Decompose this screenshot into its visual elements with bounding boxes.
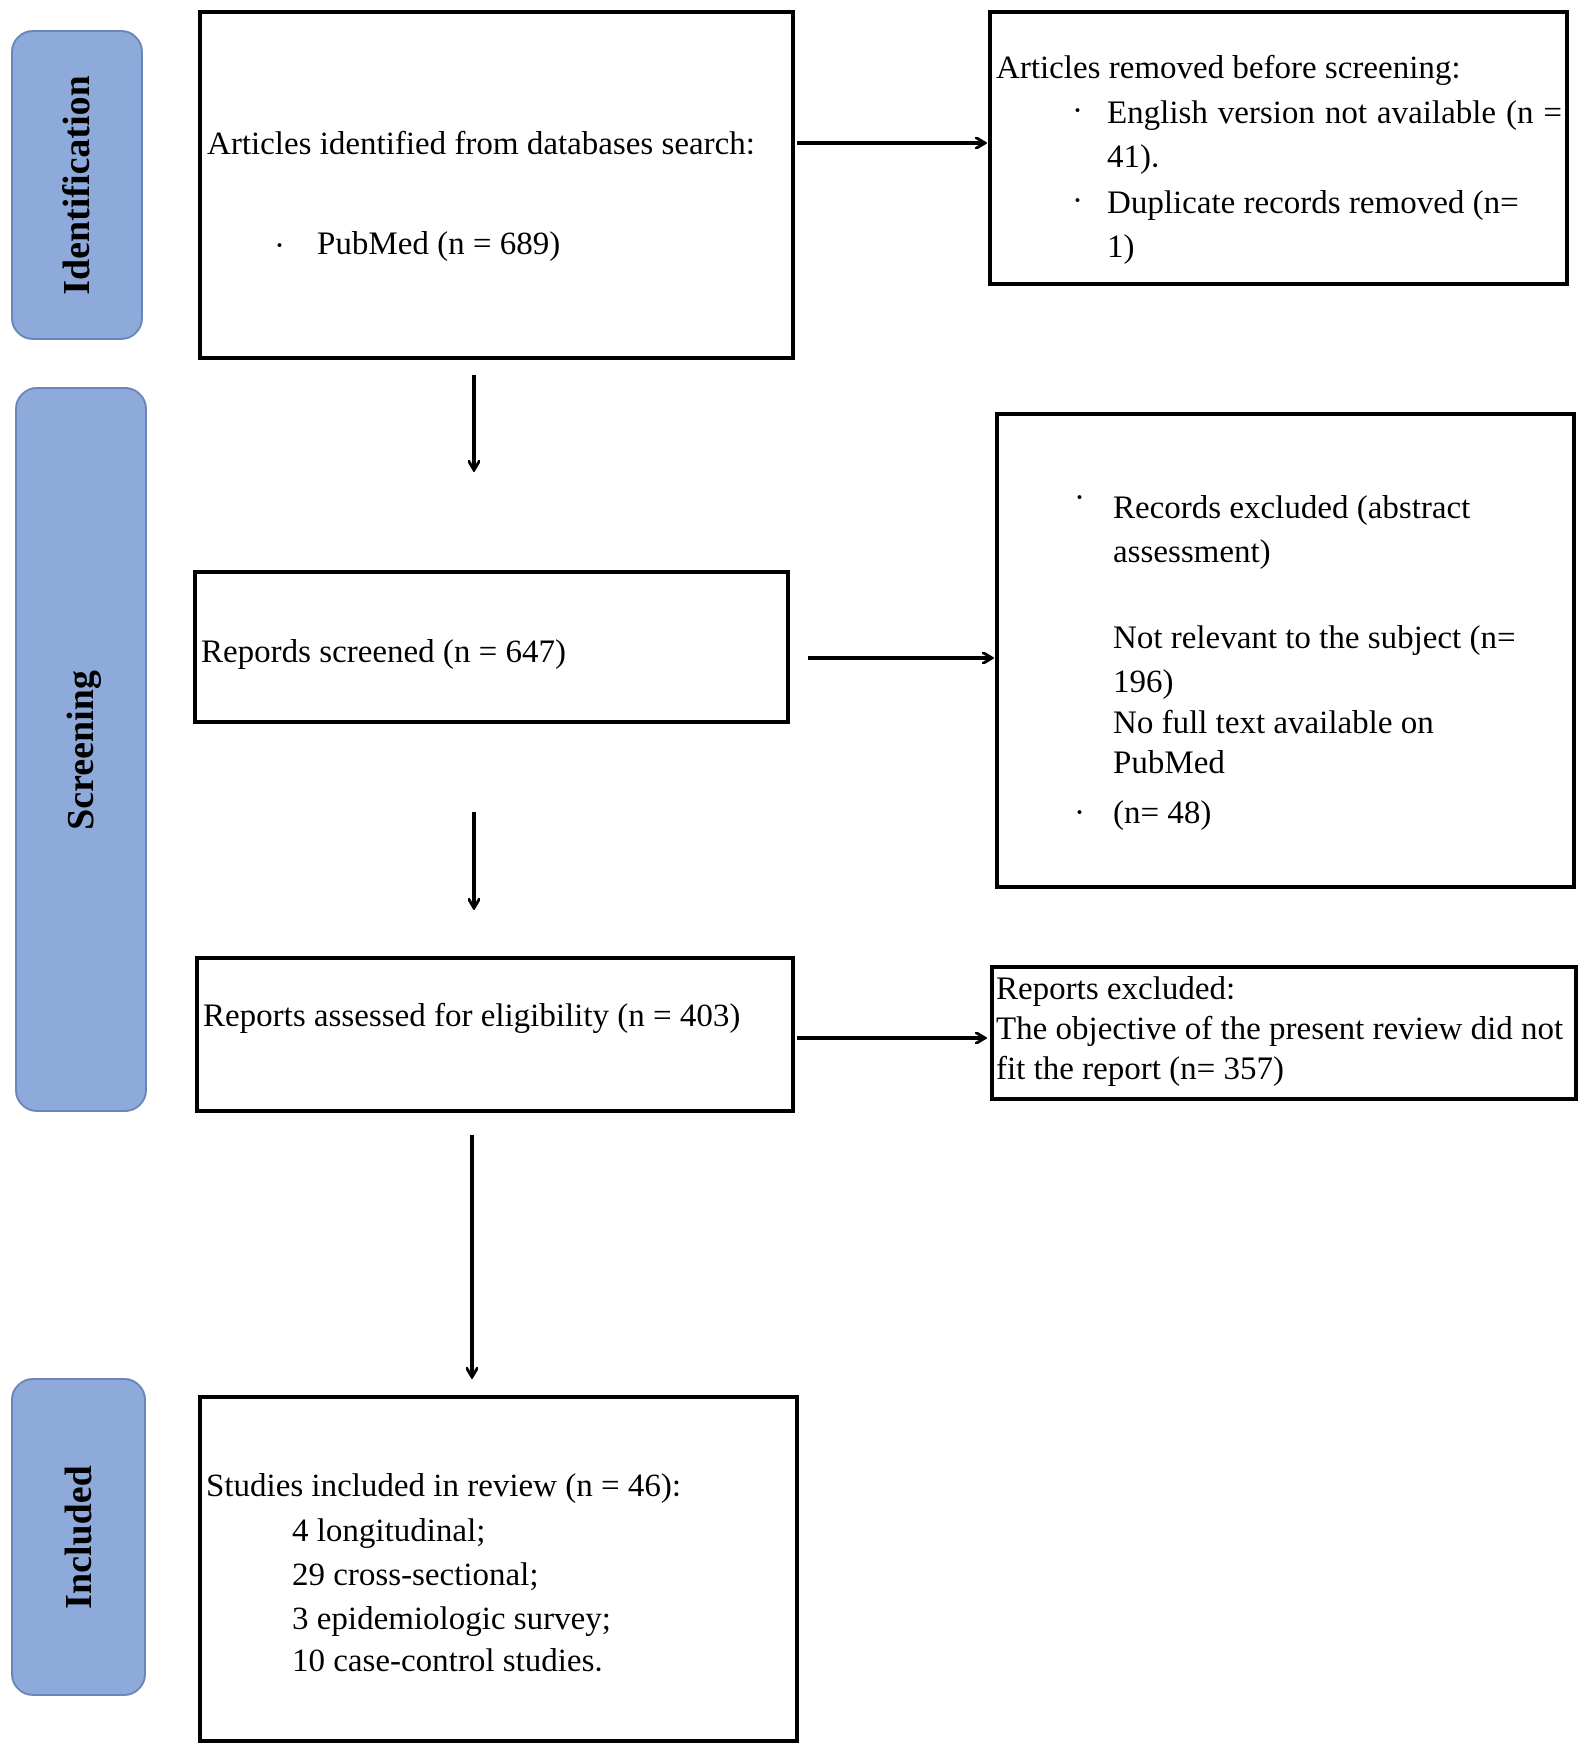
identified-item: PubMed (n = 689): [317, 226, 561, 262]
phase-identification-bar: Identification: [11, 30, 143, 340]
excluded-screening-box: · Records excluded (abstract assessment)…: [995, 412, 1576, 889]
removed-bullet-2: ·: [1072, 183, 1083, 219]
included-item-1: 4 longitudinal;: [292, 1513, 486, 1549]
eligibility-text: Reports assessed for eligibility (n = 40…: [203, 998, 741, 1034]
excluded-line-2: Not relevant to the subject (n= 196): [1113, 620, 1516, 700]
included-title: Studies included in review (n = 46):: [206, 1468, 682, 1504]
excluded-line-4: (n= 48): [1113, 795, 1212, 831]
screened-box: Repords screened (n = 647): [193, 570, 790, 724]
included-item-2: 29 cross-sectional;: [292, 1557, 539, 1593]
excluded-bullet-1: ·: [1074, 480, 1085, 516]
included-item-3: 3 epidemiologic survey;: [292, 1601, 611, 1637]
removed-bullet-1: ·: [1072, 93, 1083, 129]
eligibility-box: Reports assessed for eligibility (n = 40…: [195, 956, 795, 1113]
removed-title: Articles removed before screening:: [996, 50, 1461, 86]
excluded-bullet-2: ·: [1074, 795, 1085, 831]
excluded-line-1: Records excluded (abstract assessment): [1113, 490, 1471, 570]
phase-included-bar: Included: [11, 1378, 146, 1696]
removed-box: Articles removed before screening: · Eng…: [988, 10, 1569, 286]
reports-excluded-box: Reports excluded: The objective of the p…: [990, 965, 1578, 1101]
screened-text: Repords screened (n = 647): [201, 634, 566, 670]
identified-box: Articles identified from databases searc…: [198, 10, 795, 360]
excluded-line-3: No full text available on PubMed: [1113, 705, 1434, 781]
removed-item-1: English version not available (n = 41).: [1107, 95, 1562, 175]
reports-excluded-title: Reports excluded:: [996, 971, 1236, 1007]
removed-item-2: Duplicate records removed (n= 1): [1107, 185, 1519, 265]
reports-excluded-text: The objective of the present review did …: [996, 1011, 1564, 1087]
phase-screening-bar: Screening: [15, 387, 147, 1112]
included-item-4: 10 case-control studies.: [292, 1643, 603, 1679]
identified-bullet: ·: [274, 228, 285, 264]
identified-text: Articles identified from databases searc…: [207, 126, 755, 162]
included-box: Studies included in review (n = 46): 4 l…: [198, 1395, 799, 1743]
